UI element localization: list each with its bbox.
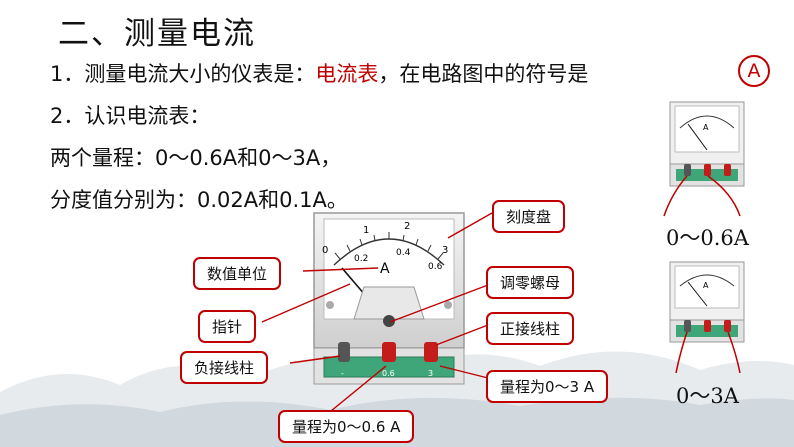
svg-text:A: A	[703, 123, 709, 132]
label-zero-nut: 调零螺母	[486, 266, 575, 299]
scale-bottom-0.4: 0.4	[396, 248, 411, 258]
scale-top-0: 0	[322, 245, 328, 256]
scale-bottom-0.6: 0.6	[428, 262, 443, 272]
page-title: 二、测量电流	[58, 16, 256, 52]
ammeter-diagram: 0 1 2 3 0.2 0.4 0.6 A - 0.6 3	[313, 212, 465, 385]
terminal-06: 0.6	[382, 369, 395, 378]
line-4: 分度值分别为：0.02A和0.1A。	[50, 188, 348, 212]
label-dial: 刻度盘	[492, 200, 566, 233]
line-1: 1．测量电流大小的仪表是：电流表，在电路图中的符号是	[50, 58, 588, 88]
svg-text:A: A	[703, 281, 709, 290]
label-range-3: 量程为0～3 A	[486, 370, 609, 403]
label-positive-terminal: 正接线柱	[486, 312, 575, 345]
scale-top-1: 1	[363, 225, 369, 236]
ammeter-term: 电流表	[315, 62, 379, 86]
small-ammeter-bottom: A	[669, 261, 745, 374]
terminal-neg: -	[341, 369, 344, 378]
unit-letter: A	[380, 261, 390, 277]
label-range-06: 量程为0～0.6 A	[278, 410, 415, 443]
scale-bottom-0.2: 0.2	[354, 254, 368, 264]
terminal-3: 3	[428, 369, 433, 378]
scale-top-2: 2	[404, 221, 410, 232]
scale-top-3: 3	[442, 245, 448, 256]
small-meter-top-range: 0～0.6A	[666, 226, 749, 250]
line-3: 两个量程：0～0.6A和0～3A，	[50, 146, 342, 170]
line-1-suffix: ，在电路图中的符号是	[378, 62, 589, 86]
label-pointer: 指针	[198, 310, 257, 343]
line-2: 2．认识电流表：	[50, 104, 211, 128]
small-meter-bottom-range: 0～3A	[676, 384, 739, 408]
line-1-prefix: 1．测量电流大小的仪表是：	[50, 62, 316, 86]
ammeter-symbol-icon: A	[738, 55, 770, 87]
label-negative-terminal: 负接线柱	[180, 351, 269, 384]
label-unit: 数值单位	[193, 257, 282, 290]
small-ammeter-top: A	[663, 101, 745, 217]
